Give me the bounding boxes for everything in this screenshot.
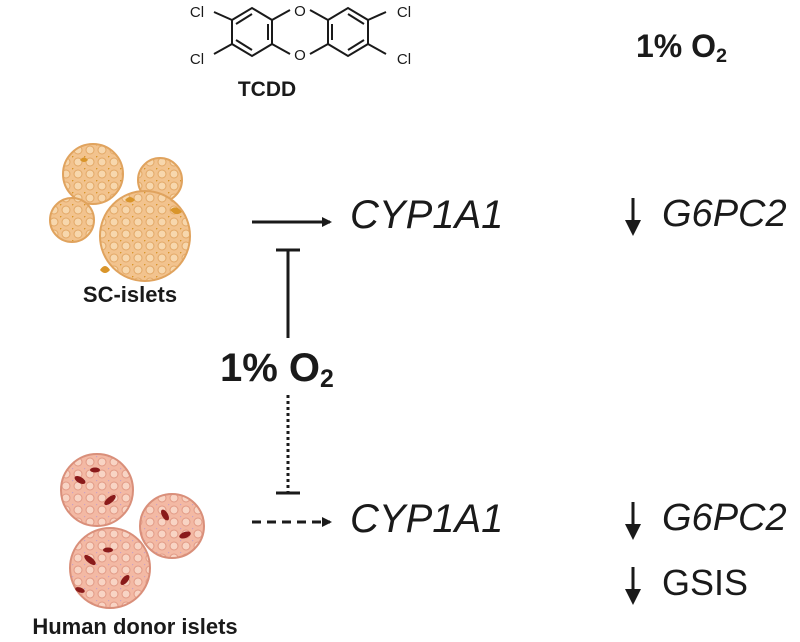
sc-effect-gene-label: G6PC2 <box>662 193 787 235</box>
inhibition-solid <box>276 248 300 338</box>
human-islets-label: Human donor islets <box>32 614 238 639</box>
o-atom-top: O <box>294 3 306 20</box>
down-arrow-icon <box>625 502 641 540</box>
sc-islets-label: SC-islets <box>82 282 178 307</box>
down-arrow-icon <box>625 198 641 236</box>
sc-gene-label: CYP1A1 <box>350 193 504 237</box>
inhibition-dotted <box>276 395 300 495</box>
human-islets-image <box>60 453 205 609</box>
cl-atom-top-left: Cl <box>190 4 204 21</box>
cl-atom-bottom-left: Cl <box>190 51 204 68</box>
human-effect-function-label: GSIS <box>662 562 749 603</box>
human-gene-label: CYP1A1 <box>350 497 504 541</box>
o-atom-bottom: O <box>294 47 306 64</box>
cl-atom-top-right: Cl <box>397 4 411 21</box>
down-arrow-icon <box>625 567 641 605</box>
cl-atom-bottom-right: Cl <box>397 51 411 68</box>
tcdd-label: TCDD <box>237 78 297 101</box>
condition-label-middle: 1% O2 <box>220 346 334 394</box>
human-effect-gene-label: G6PC2 <box>662 497 787 539</box>
condition-label-top: 1% O2 <box>636 28 728 67</box>
sc-islets-image <box>49 143 191 282</box>
tcdd-structure <box>213 6 387 58</box>
